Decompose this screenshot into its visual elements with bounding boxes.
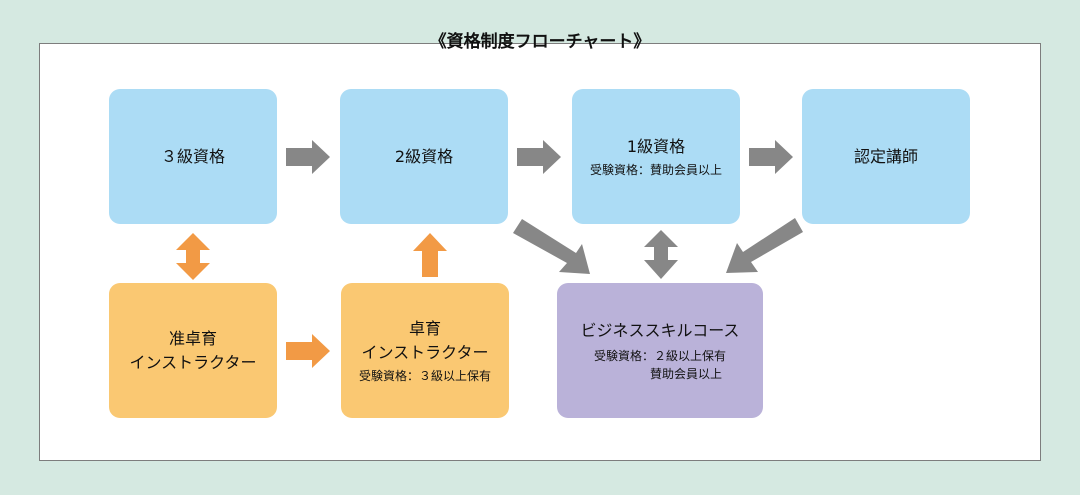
node-assoc-instructor-label-1: 准卓育 — [168, 328, 217, 348]
chart-title-text: 《資格制度フローチャート》 — [429, 32, 651, 52]
arrow-grade2-to-grade1 — [517, 140, 561, 174]
arrow-instructor-to-grade2 — [413, 233, 447, 277]
arrow-grade1-business — [644, 230, 678, 279]
node-business-course-requirement-2: 賛助会員以上 — [649, 366, 722, 381]
node-grade2-label: 2級資格 — [394, 146, 454, 166]
node-instructor-label-2: インストラクター — [361, 342, 489, 362]
node-grade3: ３級資格 — [109, 89, 277, 224]
node-grade2: 2級資格 — [340, 89, 508, 224]
arrow-grade3-to-grade2 — [286, 140, 330, 174]
node-business-course: ビジネススキルコース 受験資格：２級以上保有 賛助会員以上 — [557, 283, 763, 418]
node-business-course-label: ビジネススキルコース — [580, 320, 740, 340]
node-instructor-requirement: 受験資格：３級以上保有 — [358, 368, 491, 383]
node-grade1-label: 1級資格 — [626, 136, 686, 156]
node-grade3-label: ３級資格 — [160, 146, 225, 166]
node-instructor-label-1: 卓育 — [408, 318, 441, 338]
arrow-certified-to-business — [726, 218, 803, 273]
node-certified-instructor-label: 認定講師 — [853, 146, 918, 166]
arrow-grade2-to-business — [513, 219, 590, 274]
arrow-grade3-assoc-instructor — [176, 233, 210, 280]
node-instructor: 卓育 インストラクター 受験資格：３級以上保有 — [341, 283, 509, 418]
node-certified-instructor: 認定講師 — [802, 89, 970, 224]
arrow-assoc-to-instructor — [286, 334, 330, 368]
arrow-grade1-to-certified — [749, 140, 793, 174]
node-assoc-instructor-label-2: インストラクター — [129, 352, 257, 372]
node-business-course-requirement-1: 受験資格：２級以上保有 — [593, 348, 726, 363]
node-assoc-instructor: 准卓育 インストラクター — [109, 283, 277, 418]
chart-title: 《資格制度フローチャート》 — [0, 31, 1080, 53]
node-grade1-requirement: 受験資格：賛助会員以上 — [589, 162, 722, 177]
node-grade1: 1級資格 受験資格：賛助会員以上 — [572, 89, 740, 224]
